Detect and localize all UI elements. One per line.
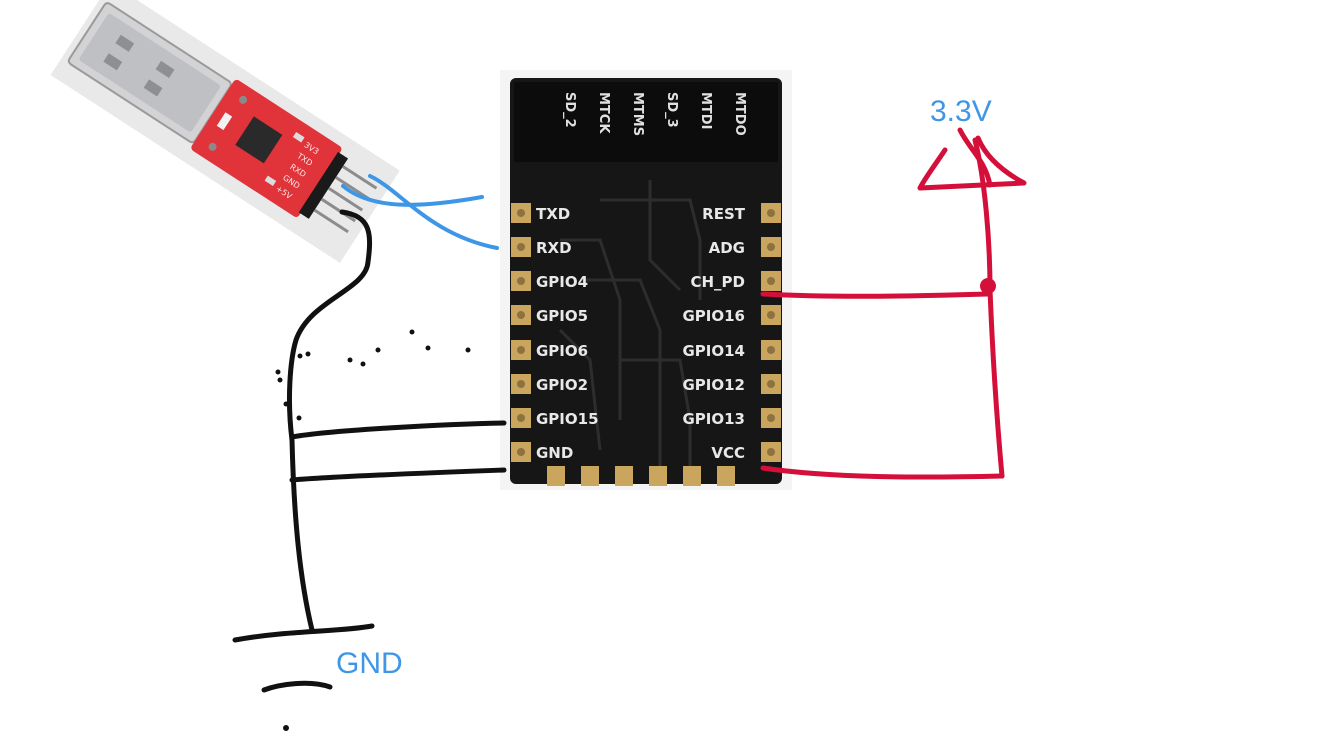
pin-label: GPIO5	[536, 307, 588, 325]
right-pin: ADG	[709, 237, 781, 257]
pin-label: GPIO15	[536, 410, 599, 428]
pin-label: GPIO4	[536, 273, 588, 291]
top-label: MTMS	[630, 92, 645, 136]
left-pin: GPIO2	[511, 374, 588, 394]
right-pin: REST	[702, 203, 781, 223]
blue-data-wires	[341, 174, 499, 250]
red-vcc-wires	[760, 127, 1027, 480]
pin-label: ADG	[709, 239, 745, 257]
module-board	[510, 78, 782, 484]
right-pin: CH_PD	[690, 271, 781, 291]
top-label: MTDI	[698, 92, 713, 129]
pin-label: GPIO16	[682, 307, 745, 325]
top-label: SD_2	[562, 92, 577, 128]
pencil-dots	[275, 329, 471, 731]
bottom-pads	[547, 466, 735, 486]
left-pin: GPIO5	[511, 305, 588, 325]
pin-label: REST	[702, 205, 746, 223]
black-ground-wires	[232, 209, 507, 693]
pin-label: GPIO14	[682, 342, 745, 360]
left-pin: GND	[511, 442, 573, 462]
left-pin: GPIO15	[511, 408, 599, 428]
module-top-labels: SD_2 MTCK MTMS SD_3 MTDI MTDO	[562, 92, 747, 136]
esp-module: SD_2 MTCK MTMS SD_3 MTDI MTDO TXD RXD GP…	[500, 70, 792, 490]
pin-label: CH_PD	[690, 273, 745, 291]
module-antenna-area	[514, 82, 778, 162]
top-label: MTCK	[596, 92, 611, 134]
right-pin: GPIO16	[682, 305, 781, 325]
top-label: SD_3	[664, 92, 679, 128]
pin-label: GND	[536, 444, 573, 462]
right-pin: GPIO12	[682, 374, 781, 394]
pin-label: VCC	[711, 444, 745, 462]
pin-label: GPIO6	[536, 342, 588, 360]
right-pin: VCC	[711, 442, 781, 462]
right-pin: GPIO13	[682, 408, 781, 428]
usb-plug	[67, 2, 232, 144]
gnd-annotation: GND	[336, 647, 403, 680]
left-pin: GPIO4	[511, 271, 588, 291]
left-pin: TXD	[511, 203, 570, 223]
pin-label: RXD	[536, 239, 572, 257]
vcc-annotation: 3.3V	[930, 95, 992, 128]
junction-dot	[980, 278, 996, 294]
left-pin: RXD	[511, 237, 572, 257]
usb-adapter-pcb	[191, 79, 342, 217]
left-pin: GPIO6	[511, 340, 588, 360]
pin-label: GPIO13	[682, 410, 745, 428]
pin-label: GPIO12	[682, 376, 745, 394]
right-pins: REST ADG CH_PD GPIO16 GPIO14 GPIO12 GPIO…	[682, 203, 781, 462]
module-traces	[558, 180, 702, 470]
right-pin: GPIO14	[682, 340, 781, 360]
left-pins: TXD RXD GPIO4 GPIO5 GPIO6 GPIO2 GPIO15 G…	[511, 203, 599, 462]
usb-header-pins	[298, 151, 378, 234]
pin-label: GPIO2	[536, 376, 588, 394]
usb-chip	[235, 116, 283, 164]
top-label: MTDO	[732, 92, 747, 136]
pin-label: TXD	[536, 205, 570, 223]
usb-ttl-adapter: 3V3 TXD RXD GND +5V	[50, 0, 400, 263]
